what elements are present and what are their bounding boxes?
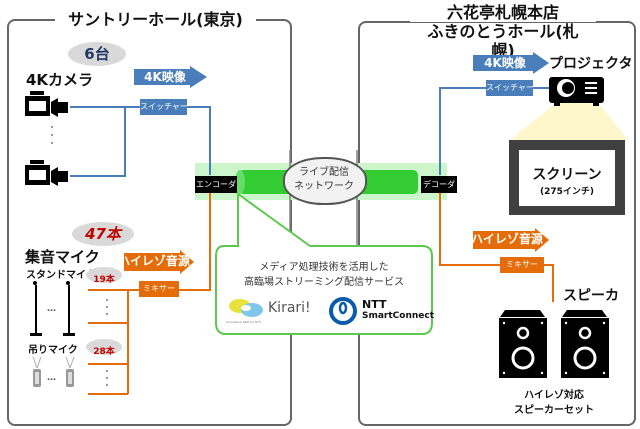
camera-count-badge: 6台: [68, 42, 126, 66]
switcher-right: スイッチャー: [486, 80, 534, 96]
projector-icon: [549, 77, 604, 106]
camera-icon-bottom: [25, 160, 68, 186]
camera-icon-top: [25, 91, 68, 117]
stand-mic-count-badge: 19本: [86, 267, 122, 285]
screen-surface: [519, 150, 615, 206]
audio-arrow-right-label: ハイレゾ音源: [471, 232, 543, 246]
mixer-right: ミキサー: [500, 257, 544, 273]
audio-arrow-right: ハイレゾ音源: [471, 228, 553, 252]
video-arrow-right: 4K映像: [473, 52, 549, 74]
projector-label: プロジェクタ: [549, 56, 633, 72]
audio-arrow-left: ハイレゾ音源: [118, 250, 196, 274]
screen-size: (275インチ): [539, 187, 594, 197]
kirari-logo-icon: [229, 299, 263, 317]
hanging-mic-label: 吊りマイク: [28, 345, 78, 356]
audio-arrow-left-label: ハイレゾ音源: [118, 254, 190, 268]
cloud-label-line1: ライブ配信: [299, 167, 349, 178]
network-cloud: [283, 157, 367, 205]
callout-line2: 高臨場ストリーミング配信サービス: [244, 277, 404, 288]
callout-bubble: [215, 192, 433, 335]
speaker-icon-right: [561, 310, 609, 378]
network-pipe-end: [235, 170, 245, 194]
hanging-mic-count-badge: 28本: [86, 339, 122, 357]
cloud-label-line2: ネットワーク: [294, 181, 354, 192]
right-venue-box: [358, 21, 636, 426]
speaker-label: スピーカ: [563, 288, 619, 304]
decoder-box: デコーダ: [421, 176, 457, 193]
speaker-caption-line2: スピーカーセット: [514, 405, 594, 416]
right-venue-title-line1: 六花亭札幌本店: [410, 3, 596, 22]
ntt-logo-line1: NTT: [362, 298, 387, 311]
projector-light: [510, 103, 628, 140]
stand-mic-icon-2: [63, 281, 75, 336]
camera-line-top: [70, 106, 211, 175]
mic-count: 47本: [85, 225, 121, 243]
video-arrow-left: 4K映像: [134, 66, 208, 88]
stand-mic-label: スタンドマイク: [26, 270, 96, 281]
ellipsis-stand: …: [47, 304, 56, 314]
kirari-tagline: Innovative R&D by NTT: [226, 320, 261, 324]
mixer-left: ミキサー: [139, 281, 179, 297]
hanging-mic-icon-1: [32, 356, 42, 387]
kirari-logo-text: Kirari!: [268, 300, 311, 316]
camera-count: 6台: [84, 45, 110, 63]
camera-line-bottom: [70, 107, 126, 177]
speaker-caption-line1: ハイレゾ対応: [524, 390, 584, 401]
ellipsis-dots: [51, 126, 108, 386]
speaker-icon-left: [499, 310, 547, 378]
encoder-box: エンコーダ: [195, 176, 237, 193]
mic-line-main: [128, 192, 211, 291]
ellipsis-hanging: …: [47, 373, 56, 383]
hanging-mic-icon-2: [65, 356, 75, 387]
switcher-left: スイッチャー: [140, 99, 188, 115]
stand-mic-count: 19本: [93, 275, 115, 285]
video-arrow-left-label: 4K映像: [144, 70, 186, 84]
ntt-logo-icon: [329, 297, 357, 325]
mic-label: 集音マイク: [25, 248, 100, 266]
camera-label: 4Kカメラ: [26, 71, 94, 89]
mic-count-badge: 47本: [72, 222, 134, 246]
left-venue-title: サントリーホール(東京): [55, 10, 256, 29]
callout-line1: メディア処理技術を活用した: [259, 262, 389, 273]
stand-mic-icon-1: [30, 281, 42, 336]
decoder-audio-line: [439, 192, 554, 302]
screen-label: スクリーン: [532, 167, 602, 183]
video-arrow-right-label: 4K映像: [484, 56, 526, 70]
ntt-logo-line2: SmartConnect: [362, 311, 435, 321]
hanging-mic-count: 28本: [93, 347, 115, 357]
